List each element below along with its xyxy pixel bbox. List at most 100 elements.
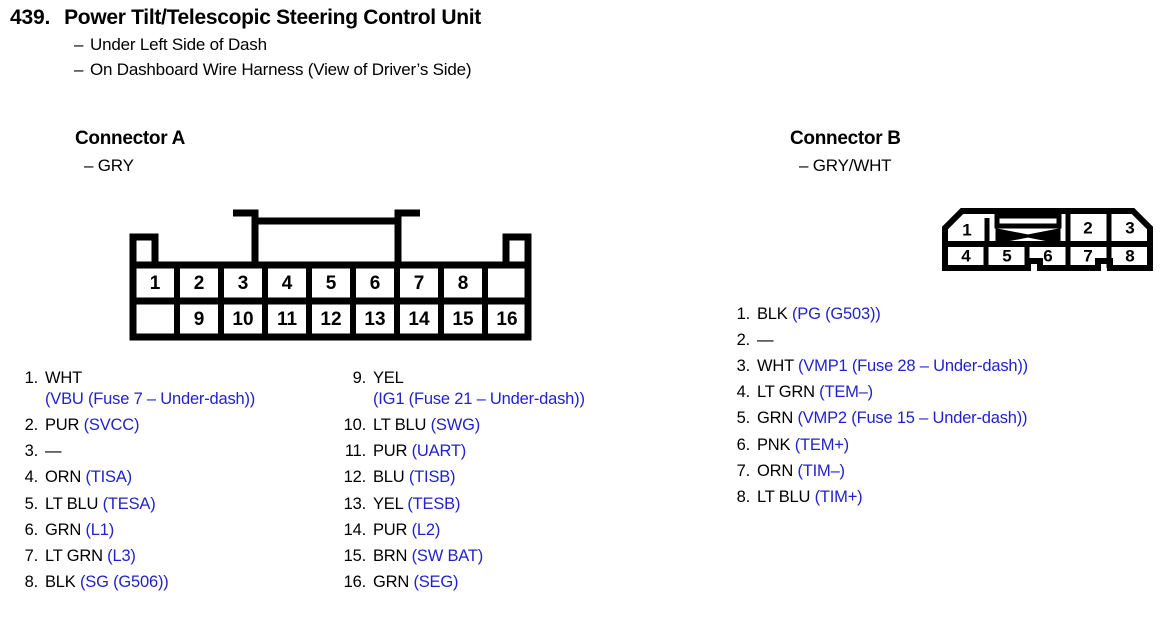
connector-b-wire-color-2: — [757, 331, 774, 350]
connector-a-signal-name-4: (TISA) [81, 468, 132, 487]
title-row: 439. Power Tilt/Telescopic Steering Cont… [10, 6, 1010, 30]
connector-a-pin-entry-7: BRN (SW BAT) [373, 546, 680, 567]
pin-row: 15.BRN (SW BAT) [340, 546, 680, 567]
connector-b-pin-number-7: 7. [736, 461, 751, 480]
connector-a-pin-entry-8: BLK (SG (G506)) [45, 572, 348, 593]
connector-b-pin-number-3: 3. [736, 357, 751, 376]
pin-label-b-3: 3 [1125, 218, 1134, 237]
connector-a-pin-number-1: 9. [352, 369, 367, 387]
pin-label-b-2: 2 [1083, 218, 1092, 237]
pin-row: 4. ORN (TISA) [18, 467, 348, 488]
pin-row: 7. ORN (TIM–) [730, 461, 1170, 482]
connector-a-signal-name-7: (L3) [102, 546, 136, 565]
pin-label-a-13: 13 [364, 309, 385, 330]
connector-a-wire-color-8: GRN [373, 572, 410, 591]
connector-a-heading: Connector A – GRY [75, 128, 185, 176]
connector-a-pin-entry-3: — [45, 441, 348, 462]
connector-a-pin-number-6: 6. [24, 520, 39, 539]
connector-b-wire-color-7: ORN [757, 461, 794, 480]
connector-b-pin-number-5: 5. [736, 409, 751, 428]
pin-label-a-7: 7 [414, 273, 425, 294]
connector-a-wire-color-8: BLK [45, 572, 76, 591]
connector-a-pin-list-right: 9.YEL(IG1 (Fuse 21 – Under-dash))10.LT B… [340, 368, 680, 598]
pin-label-b-4: 4 [961, 246, 971, 265]
connector-a-wire-color-3: PUR [373, 442, 408, 461]
pin-row: 6.PNK (TEM+) [730, 435, 1170, 456]
pin-label-a-16: 16 [496, 309, 517, 330]
pin-row: 3.— [18, 441, 348, 462]
connector-a-signal-name-5: (TESA) [98, 494, 156, 513]
connector-b-signal-name-6: (TEM+) [790, 435, 849, 454]
connector-b-wire-color-1: BLK [757, 305, 788, 323]
pin-label-a-1: 1 [150, 273, 161, 294]
connector-a-wire-color-4: BLU [373, 468, 405, 487]
pin-label-a-8: 8 [458, 273, 469, 294]
connector-b-pin-entry-5: GRN (VMP2 (Fuse 15 – Under-dash)) [757, 408, 1170, 429]
connector-a-signal-name-1: (VBU (Fuse 7 – Under-dash)) [45, 390, 256, 409]
pin-row: 4.LT GRN (TEM–) [730, 382, 1170, 403]
connector-a-pin-entry-2: PUR (SVCC) [45, 415, 348, 436]
pin-row: 1. BLK (PG (G503)) [730, 304, 1170, 325]
connector-b-diagram: 1 2 3 4 5 6 7 8 [940, 206, 1155, 288]
connector-b-pin-number-8: 8. [736, 487, 751, 506]
connector-a-pin-number-2: 10. [343, 416, 367, 435]
page-title: Power Tilt/Telescopic Steering Control U… [64, 6, 481, 29]
connector-a-pin-entry-3: PUR (UART) [373, 441, 680, 462]
pin-label-b-8: 8 [1125, 246, 1134, 265]
connector-b-pin-entry-3: WHT (VMP1 (Fuse 28 – Under-dash)) [757, 356, 1170, 377]
connector-a-wire-color-4: ORN [45, 468, 82, 487]
connector-b-signal-name-4: (TEM–) [814, 383, 873, 402]
connector-a-pin-entry-2: LT BLU (SWG) [373, 415, 680, 436]
connector-b-wire-color: – GRY/WHT [799, 156, 892, 175]
connector-a-signal-name-4: (TISB) [404, 468, 456, 487]
connector-a-pin-number-8: 16. [343, 572, 367, 591]
connector-a-signal-name-6: (L2) [407, 520, 441, 539]
pin-label-b-6: 6 [1043, 246, 1052, 265]
pin-row: 5. GRN (VMP2 (Fuse 15 – Under-dash)) [730, 408, 1170, 429]
connector-a-diagram: 1 2 3 4 5 6 7 8 9 10 11 12 13 14 15 16 [125, 205, 550, 345]
connector-a-pin-entry-4: ORN (TISA) [45, 467, 348, 488]
pin-row: 5.LT BLU (TESA) [18, 494, 348, 515]
pin-label-a-9: 9 [194, 309, 205, 330]
connector-b-pin-number-6: 6. [736, 435, 751, 454]
connector-a-svg: 1 2 3 4 5 6 7 8 9 10 11 12 13 14 15 16 [129, 209, 532, 341]
pin-label-a-3: 3 [238, 273, 249, 294]
connector-b-pin-entry-8: LT BLU (TIM+) [757, 487, 1170, 508]
pin-row: 16. GRN (SEG) [340, 572, 680, 593]
subtitle-text-1: Under Left Side of Dash [90, 35, 267, 54]
pin-row: 10. LT BLU (SWG) [340, 415, 680, 436]
connector-a-pin-list-left: 1.WHT(VBU (Fuse 7 – Under-dash))2.PUR (S… [18, 368, 348, 598]
pin-row: 7.LT GRN (L3) [18, 546, 348, 567]
pin-label-a-14: 14 [408, 309, 430, 330]
connector-a-pin-number-4: 12. [343, 468, 367, 487]
pin-row: 8. BLK (SG (G506)) [18, 572, 348, 593]
connector-b-signal-name-7: (TIM–) [793, 461, 845, 480]
connector-a-pin-entry-5: YEL (TESB) [373, 494, 680, 515]
connector-a-wire-color-7: LT GRN [45, 546, 103, 565]
pin-label-a-15: 15 [452, 309, 474, 330]
connector-b-pin-number-2: 2. [736, 331, 751, 350]
connector-a-signal-name-7: (SW BAT) [407, 546, 484, 565]
connector-b-title: Connector B [790, 128, 901, 149]
connector-a-signal-name-5: (TESB) [402, 494, 461, 513]
pin-row: 2. — [730, 330, 1170, 351]
connector-a-pin-entry-6: PUR (L2) [373, 520, 680, 541]
pin-row: 2. PUR (SVCC) [18, 415, 348, 436]
pin-row: 11.PUR (UART) [340, 441, 680, 462]
connector-a-wire-color-2: PUR [45, 416, 80, 435]
connector-a-pin-number-2: 2. [24, 416, 39, 435]
connector-b-signal-name-1: (PG (G503)) [787, 305, 881, 323]
connector-a-wire-color-6: GRN [45, 520, 82, 539]
connector-b-pin-number-1: 1. [736, 305, 751, 323]
connector-a-pin-number-8: 8. [24, 572, 39, 591]
dash-marker: – [74, 60, 84, 79]
connector-b-pin-list: 1. BLK (PG (G503)) 2. — 3. WHT (VMP1 (Fuse 28… [730, 304, 1170, 513]
connector-b-pin-entry-2: — [757, 330, 1170, 351]
connector-a-pin-number-4: 4. [24, 468, 39, 487]
pin-row: 6.GRN (L1) [18, 520, 348, 541]
connector-b-signal-name-3: (VMP1 (Fuse 28 – Under-dash)) [793, 357, 1028, 376]
item-number: 439. [10, 6, 51, 29]
connector-a-signal-name-8: (SEG) [409, 572, 459, 591]
subtitle-text-2: On Dashboard Wire Harness (View of Drive… [90, 60, 472, 79]
connector-b-wire-color-8: LT BLU [757, 487, 811, 506]
